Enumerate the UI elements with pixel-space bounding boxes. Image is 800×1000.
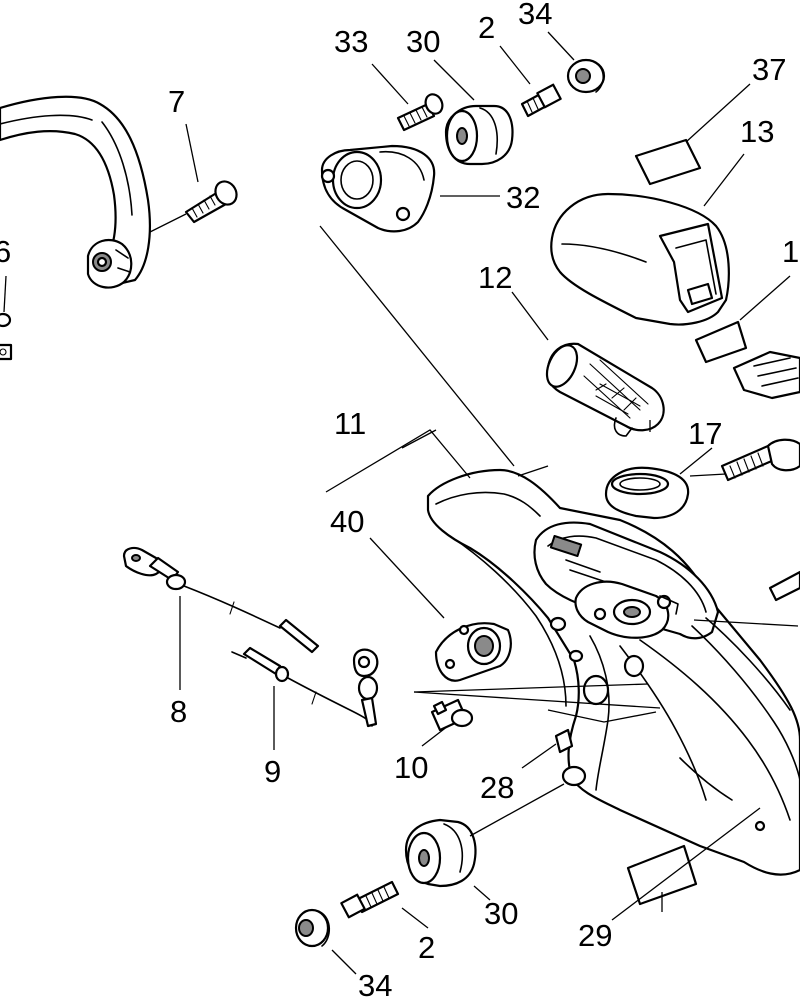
callout-30-bottom: 30: [484, 896, 518, 931]
part-29-decal: [626, 844, 698, 906]
callout-12: 12: [478, 260, 512, 295]
part-40-plate: [434, 622, 512, 682]
leader-lines: [3, 31, 799, 975]
part-7-bolt: [184, 180, 238, 224]
callout-8: 8: [170, 694, 187, 729]
part-13-filter-cover: [550, 192, 730, 326]
part-11-rear-handle-housing: [426, 468, 800, 876]
callout-10: 10: [394, 750, 428, 785]
callout-17: 17: [688, 416, 722, 451]
callout-37: 37: [752, 52, 786, 87]
callout-32: 32: [506, 180, 540, 215]
part-28-plug: [554, 728, 574, 754]
part-6-fastener: [0, 312, 13, 361]
part-30-top-rubber-buffer: [444, 104, 514, 166]
part-37-decal: [634, 138, 702, 186]
callout-1-partial: 1: [782, 234, 799, 269]
callout-6: 6: [0, 234, 11, 269]
part-8-ground-wire: [122, 546, 320, 654]
callout-9: 9: [264, 754, 281, 789]
part-1-latch: [694, 320, 800, 400]
part-30-bottom-rubber-buffer: [404, 818, 477, 888]
throttle-rod: [768, 570, 800, 602]
callout-34-top: 34: [518, 0, 552, 31]
callout-7: 7: [168, 84, 185, 119]
callout-30-top: 30: [406, 24, 440, 59]
callout-40: 40: [330, 504, 364, 539]
callout-33: 33: [334, 24, 368, 59]
part-2-bottom-stud: [340, 880, 400, 919]
part-2-top-stud: [520, 83, 562, 118]
callout-2-top: 2: [478, 10, 495, 45]
callout-28: 28: [480, 770, 514, 805]
part-17-cap: [604, 466, 690, 520]
callout-13: 13: [740, 114, 774, 149]
part-17-screw: [720, 438, 800, 482]
part-33-screw: [396, 93, 444, 132]
callout-34-bottom: 34: [358, 968, 392, 1000]
part-32-mount-bracket: [320, 144, 436, 233]
callout-11: 11: [334, 406, 366, 441]
part-12-air-filter: [545, 342, 665, 437]
callout-29: 29: [578, 918, 612, 953]
part-34-bottom-washer: [294, 908, 331, 948]
front-handle-bar: [0, 95, 151, 289]
part-10-switch: [430, 698, 474, 732]
callout-2-bottom: 2: [418, 930, 435, 965]
part-34-top-washer: [566, 58, 606, 94]
part-9-stop-wire: [231, 646, 379, 728]
